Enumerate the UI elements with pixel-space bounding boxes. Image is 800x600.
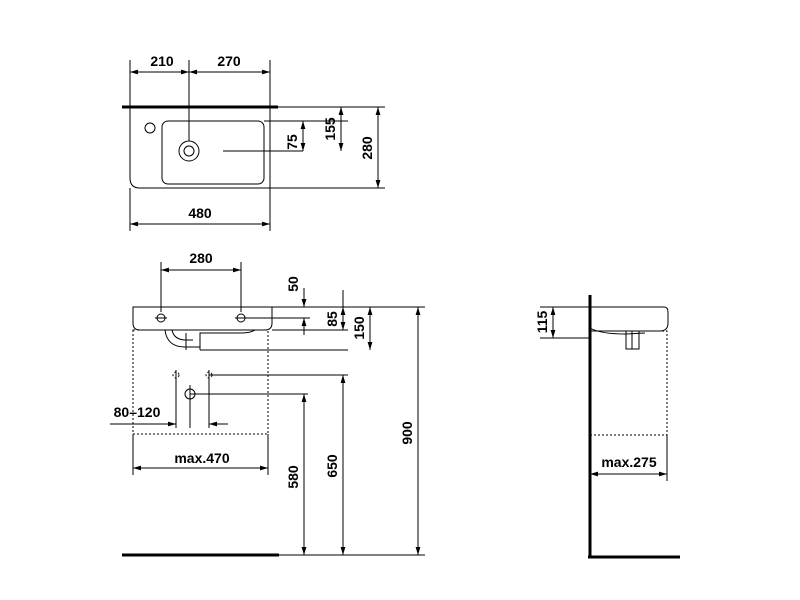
front-view: 280 50 85 150 80–120 max.470 580 650 9 xyxy=(110,250,425,557)
dim-max470: max.470 xyxy=(174,450,229,466)
bowl-outline xyxy=(161,120,265,185)
dim-85: 85 xyxy=(324,311,340,327)
dim-280-depth: 280 xyxy=(359,136,375,160)
dim-50: 50 xyxy=(285,276,301,292)
dim-210: 210 xyxy=(150,53,174,69)
top-view: 210 270 480 75 155 280 xyxy=(122,53,385,231)
basin-side-outline xyxy=(590,306,669,332)
tap-hole-icon xyxy=(144,122,156,134)
side-view: 115 max.275 xyxy=(534,295,680,559)
basin-outline xyxy=(129,107,271,189)
dim-75: 75 xyxy=(284,134,300,150)
dim-270: 270 xyxy=(217,53,241,69)
dim-155: 155 xyxy=(322,117,338,141)
dim-480: 480 xyxy=(188,205,212,221)
dim-900: 900 xyxy=(399,421,415,445)
vanity-outline xyxy=(132,329,269,435)
drain-inner-icon xyxy=(183,145,195,157)
vanity-side-outline xyxy=(589,330,668,436)
dim-580: 580 xyxy=(285,465,301,489)
dim-80-120: 80–120 xyxy=(114,404,161,420)
dim-max275: max.275 xyxy=(601,454,656,470)
dim-650: 650 xyxy=(324,454,340,478)
dim-280-holes: 280 xyxy=(189,250,213,266)
dim-150: 150 xyxy=(351,316,367,340)
dim-115: 115 xyxy=(534,310,550,333)
drain-outer-icon xyxy=(178,140,200,162)
